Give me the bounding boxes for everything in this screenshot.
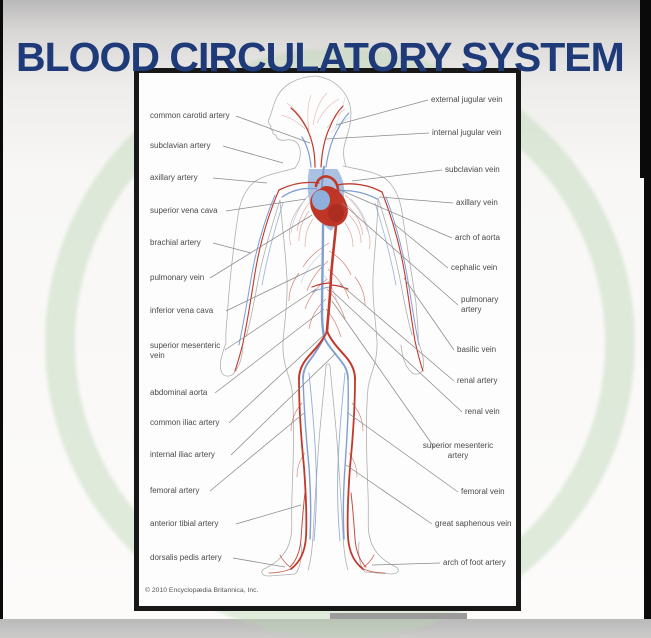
slide-title: BLOOD CIRCULATORY SYSTEM [16,34,625,81]
label-subclavian-vein: subclavian vein [445,165,500,174]
label-brachial-artery: brachial artery [150,238,201,247]
label-dorsalis-pedis-artery: dorsalis pedis artery [150,553,222,562]
veins [238,112,420,542]
bottom-bar [330,613,467,619]
label-inferior-vena-cava: inferior vena cava [150,306,214,315]
label-renal-artery: renal artery [457,376,498,385]
heart [310,186,348,227]
label-great-saphenous-vein: great saphenous vein [435,519,512,528]
label-pulmonary-artery: pulmonary artery [461,295,499,314]
label-common-iliac-artery: common iliac artery [150,418,220,427]
right-edge-bar [644,0,651,619]
lung-vessels [289,192,371,250]
label-common-carotid-artery: common carotid artery [150,111,230,120]
label-abdominal-aorta: abdominal aorta [150,388,208,397]
label-anterior-tibial-artery: anterior tibial artery [150,519,219,528]
label-internal-iliac-artery: internal iliac artery [150,450,215,459]
label-pulmonary-vein: pulmonary vein [150,273,205,282]
label-superior-mesenteric-vein: superior mesenteric vein [150,341,221,360]
label-basilic-vein: basilic vein [457,345,497,354]
label-axillary-artery: axillary artery [150,173,198,182]
left-edge-bar [0,0,3,619]
label-subclavian-artery: subclavian artery [150,141,211,150]
label-arch-of-aorta: arch of aorta [455,233,500,242]
label-renal-vein: renal vein [465,407,500,416]
label-external-jugular-vein: external jugular vein [431,95,503,104]
label-cephalic-vein: cephalic vein [451,263,498,272]
body-illustration [209,75,463,577]
label-internal-jugular-vein: internal jugular vein [432,128,502,137]
label-superior-vena-cava: superior vena cava [150,206,218,215]
arteries [234,105,424,574]
label-femoral-vein: femoral vein [461,487,505,496]
leader-lines [209,99,463,568]
label-superior-mesenteric-artery: superior mesenteric artery [422,441,494,460]
label-femoral-artery: femoral artery [150,486,200,495]
right-edge-bar-top [640,0,651,178]
figure-frame: common carotid artery subclavian artery … [134,68,521,611]
copyright-credit: © 2010 Encyclopædia Britannica, Inc. [145,587,259,594]
label-axillary-vein: axillary vein [456,198,498,207]
label-arch-of-foot-artery: arch of foot artery [443,558,506,567]
